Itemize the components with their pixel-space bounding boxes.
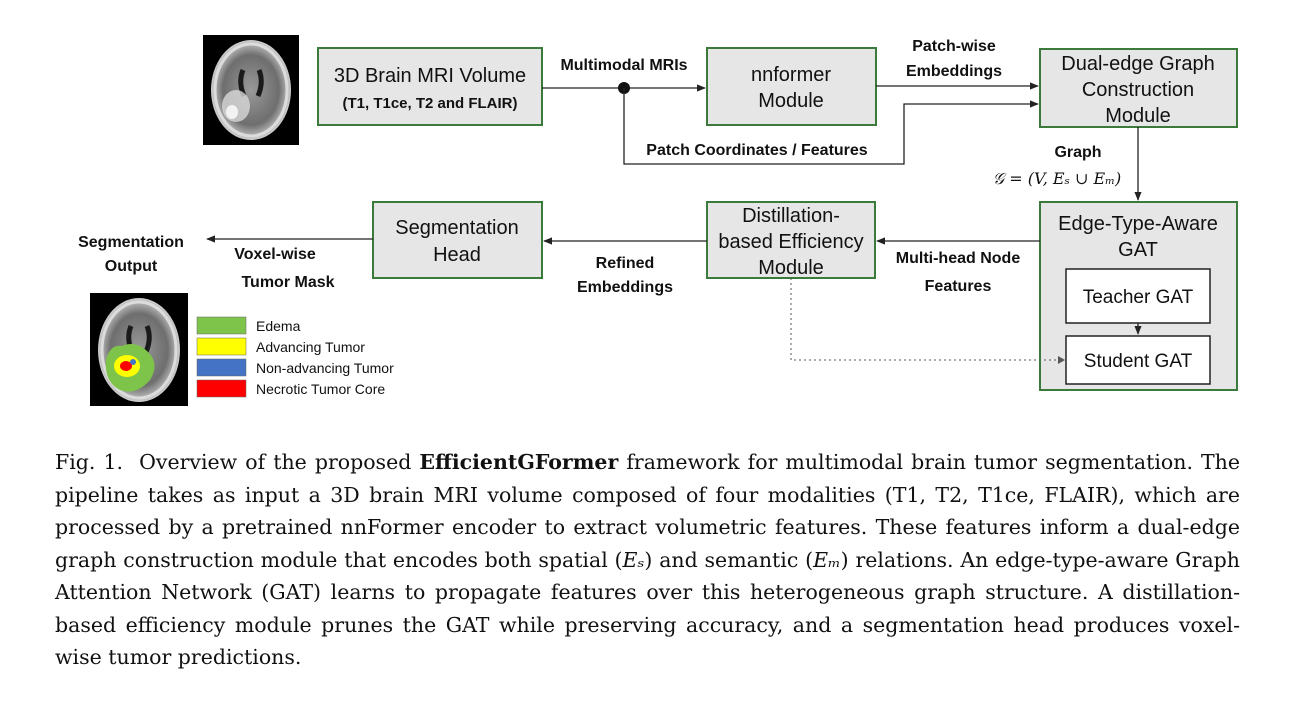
caption-es: Eₛ	[622, 547, 645, 572]
caption-fig-label: Fig. 1.	[55, 450, 124, 474]
multimodal-mris-label: Multimodal MRIs	[560, 57, 687, 74]
refined-label-2: Embeddings	[577, 279, 673, 296]
patch-wise-label-1: Patch-wise	[912, 38, 996, 55]
gat-line2: GAT	[1118, 239, 1158, 261]
segmentation-head-box: Segmentation Head	[372, 201, 543, 279]
graph-formula: 𝒢 = (V, Eₛ ∪ Eₘ)	[993, 169, 1122, 188]
teacher-gat-box	[1065, 268, 1211, 324]
distill-line2: based Efficiency	[718, 231, 863, 253]
voxel-label-2: Tumor Mask	[241, 274, 334, 291]
dual-edge-line3: Module	[1105, 105, 1171, 127]
patch-wise-label-2: Embeddings	[906, 63, 1002, 80]
distill-line1: Distillation-	[742, 205, 840, 227]
caption-em: Eₘ	[813, 547, 841, 572]
input-volume-box: 3D Brain MRI Volume (T1, T1ce, T2 and FL…	[317, 47, 543, 126]
nnformer-module-box: nnformer Module	[706, 47, 877, 126]
patch-coords-label: Patch Coordinates / Features	[646, 142, 867, 159]
dual-edge-line2: Construction	[1082, 79, 1194, 101]
input-mri-image	[203, 35, 299, 145]
student-gat-box	[1065, 335, 1211, 385]
input-box-title: 3D Brain MRI Volume	[334, 65, 526, 87]
output-segmentation-image	[90, 293, 188, 406]
caption-part2: ) and semantic (	[644, 547, 814, 572]
voxel-label-1: Voxel-wise	[234, 246, 316, 263]
legend-label-non-advancing: Non-advancing Tumor	[256, 360, 394, 376]
output-label-1: Segmentation	[78, 234, 184, 251]
dual-edge-line1: Dual-edge Graph	[1061, 53, 1214, 75]
caption-part1: framework for multimodal brain tumor seg…	[55, 450, 1240, 572]
caption-part3: ) relations. An edge-type-aware Graph At…	[55, 547, 1240, 670]
graph-label: Graph	[1054, 144, 1101, 161]
caption-method-name: EfficientGFormer	[419, 450, 619, 474]
output-label-2: Output	[105, 258, 158, 275]
student-gat-label: Student GAT	[1084, 351, 1193, 372]
legend-swatch-necrotic	[196, 379, 247, 398]
dotted-distill-to-student	[790, 278, 1064, 361]
legend-label-necrotic: Necrotic Tumor Core	[256, 381, 385, 397]
caption-pre: Overview of the proposed	[139, 450, 412, 474]
seg-head-line2: Head	[433, 244, 481, 266]
nnformer-line1: nnformer	[751, 64, 831, 86]
legend-swatch-edema	[196, 316, 247, 335]
legend-label-edema: Edema	[256, 318, 301, 334]
arrow-patch-coords	[623, 88, 1039, 165]
multihead-label-1: Multi-head Node	[896, 250, 1021, 267]
legend: Edema Advancing Tumor Non-advancing Tumo…	[196, 316, 394, 398]
framework-diagram: 3D Brain MRI Volume (T1, T1ce, T2 and FL…	[78, 35, 1238, 406]
input-box-subtitle: (T1, T1ce, T2 and FLAIR)	[342, 95, 517, 112]
figure-caption: Fig. 1. Overview of the proposed Efficie…	[55, 446, 1240, 674]
dual-edge-graph-box: Dual-edge Graph Construction Module	[1039, 48, 1238, 128]
edge-type-aware-gat-box: Edge-Type-Aware GAT Teacher GAT Student …	[1039, 201, 1238, 391]
legend-swatch-advancing	[196, 337, 247, 356]
legend-label-advancing: Advancing Tumor	[256, 339, 365, 355]
distillation-module-box: Distillation- based Efficiency Module	[706, 201, 876, 279]
gat-line1: Edge-Type-Aware	[1058, 213, 1218, 235]
seg-head-line1: Segmentation	[395, 217, 518, 239]
connectors	[206, 82, 1142, 364]
teacher-gat-label: Teacher GAT	[1083, 287, 1194, 308]
legend-swatch-non-advancing	[196, 358, 247, 377]
distill-line3: Module	[758, 257, 824, 279]
refined-label-1: Refined	[596, 255, 655, 272]
nnformer-line2: Module	[758, 90, 824, 112]
multihead-label-2: Features	[925, 278, 992, 295]
